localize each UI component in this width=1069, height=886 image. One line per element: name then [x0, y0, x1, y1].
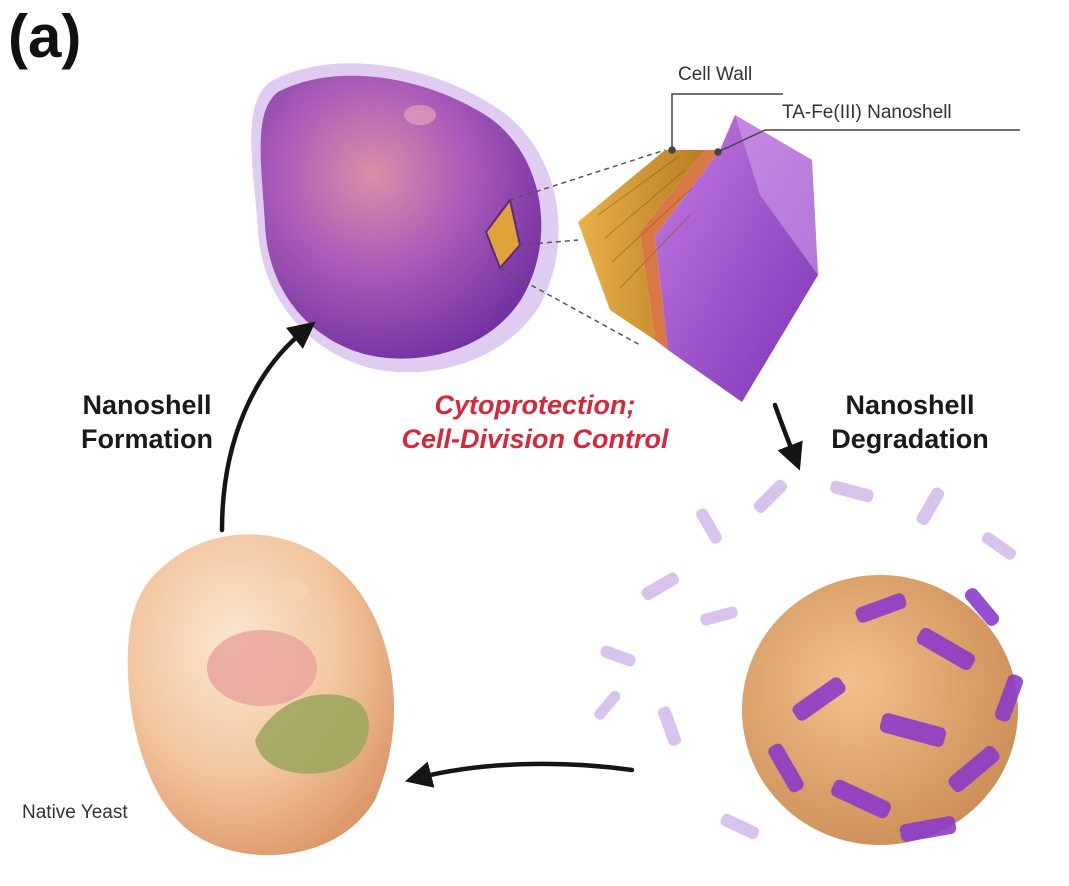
- degrading-cell: [594, 479, 1024, 845]
- arrow-return: [404, 761, 635, 788]
- formation-line-2: Formation: [81, 424, 213, 454]
- degradation-line-1: Nanoshell: [845, 390, 975, 420]
- arrow-formation: [219, 321, 316, 533]
- degradation-line-2: Degradation: [831, 424, 989, 454]
- zoom-lines: [499, 149, 666, 346]
- function-text: Cytoprotection; Cell-Division Control: [370, 388, 700, 456]
- arrow-degradation: [772, 402, 803, 471]
- coated-yeast-cell: [251, 63, 559, 373]
- native-yeast-label: Native Yeast: [22, 802, 128, 823]
- native-yeast-cell: [127, 534, 395, 856]
- cycle-arrows: [219, 321, 803, 788]
- panel-label: (a): [8, 3, 82, 70]
- formation-step-label: Nanoshell Formation: [62, 388, 232, 456]
- function-line-2: Cell-Division Control: [401, 424, 669, 454]
- function-line-1: Cytoprotection;: [434, 390, 636, 420]
- degradation-step-label: Nanoshell Degradation: [820, 388, 1000, 456]
- nanoshell-layer-label: TA-Fe(III) Nanoshell: [782, 102, 952, 123]
- shell-cross-section: [578, 115, 818, 402]
- cell-wall-label: Cell Wall: [678, 64, 753, 85]
- formation-line-1: Nanoshell: [82, 390, 212, 420]
